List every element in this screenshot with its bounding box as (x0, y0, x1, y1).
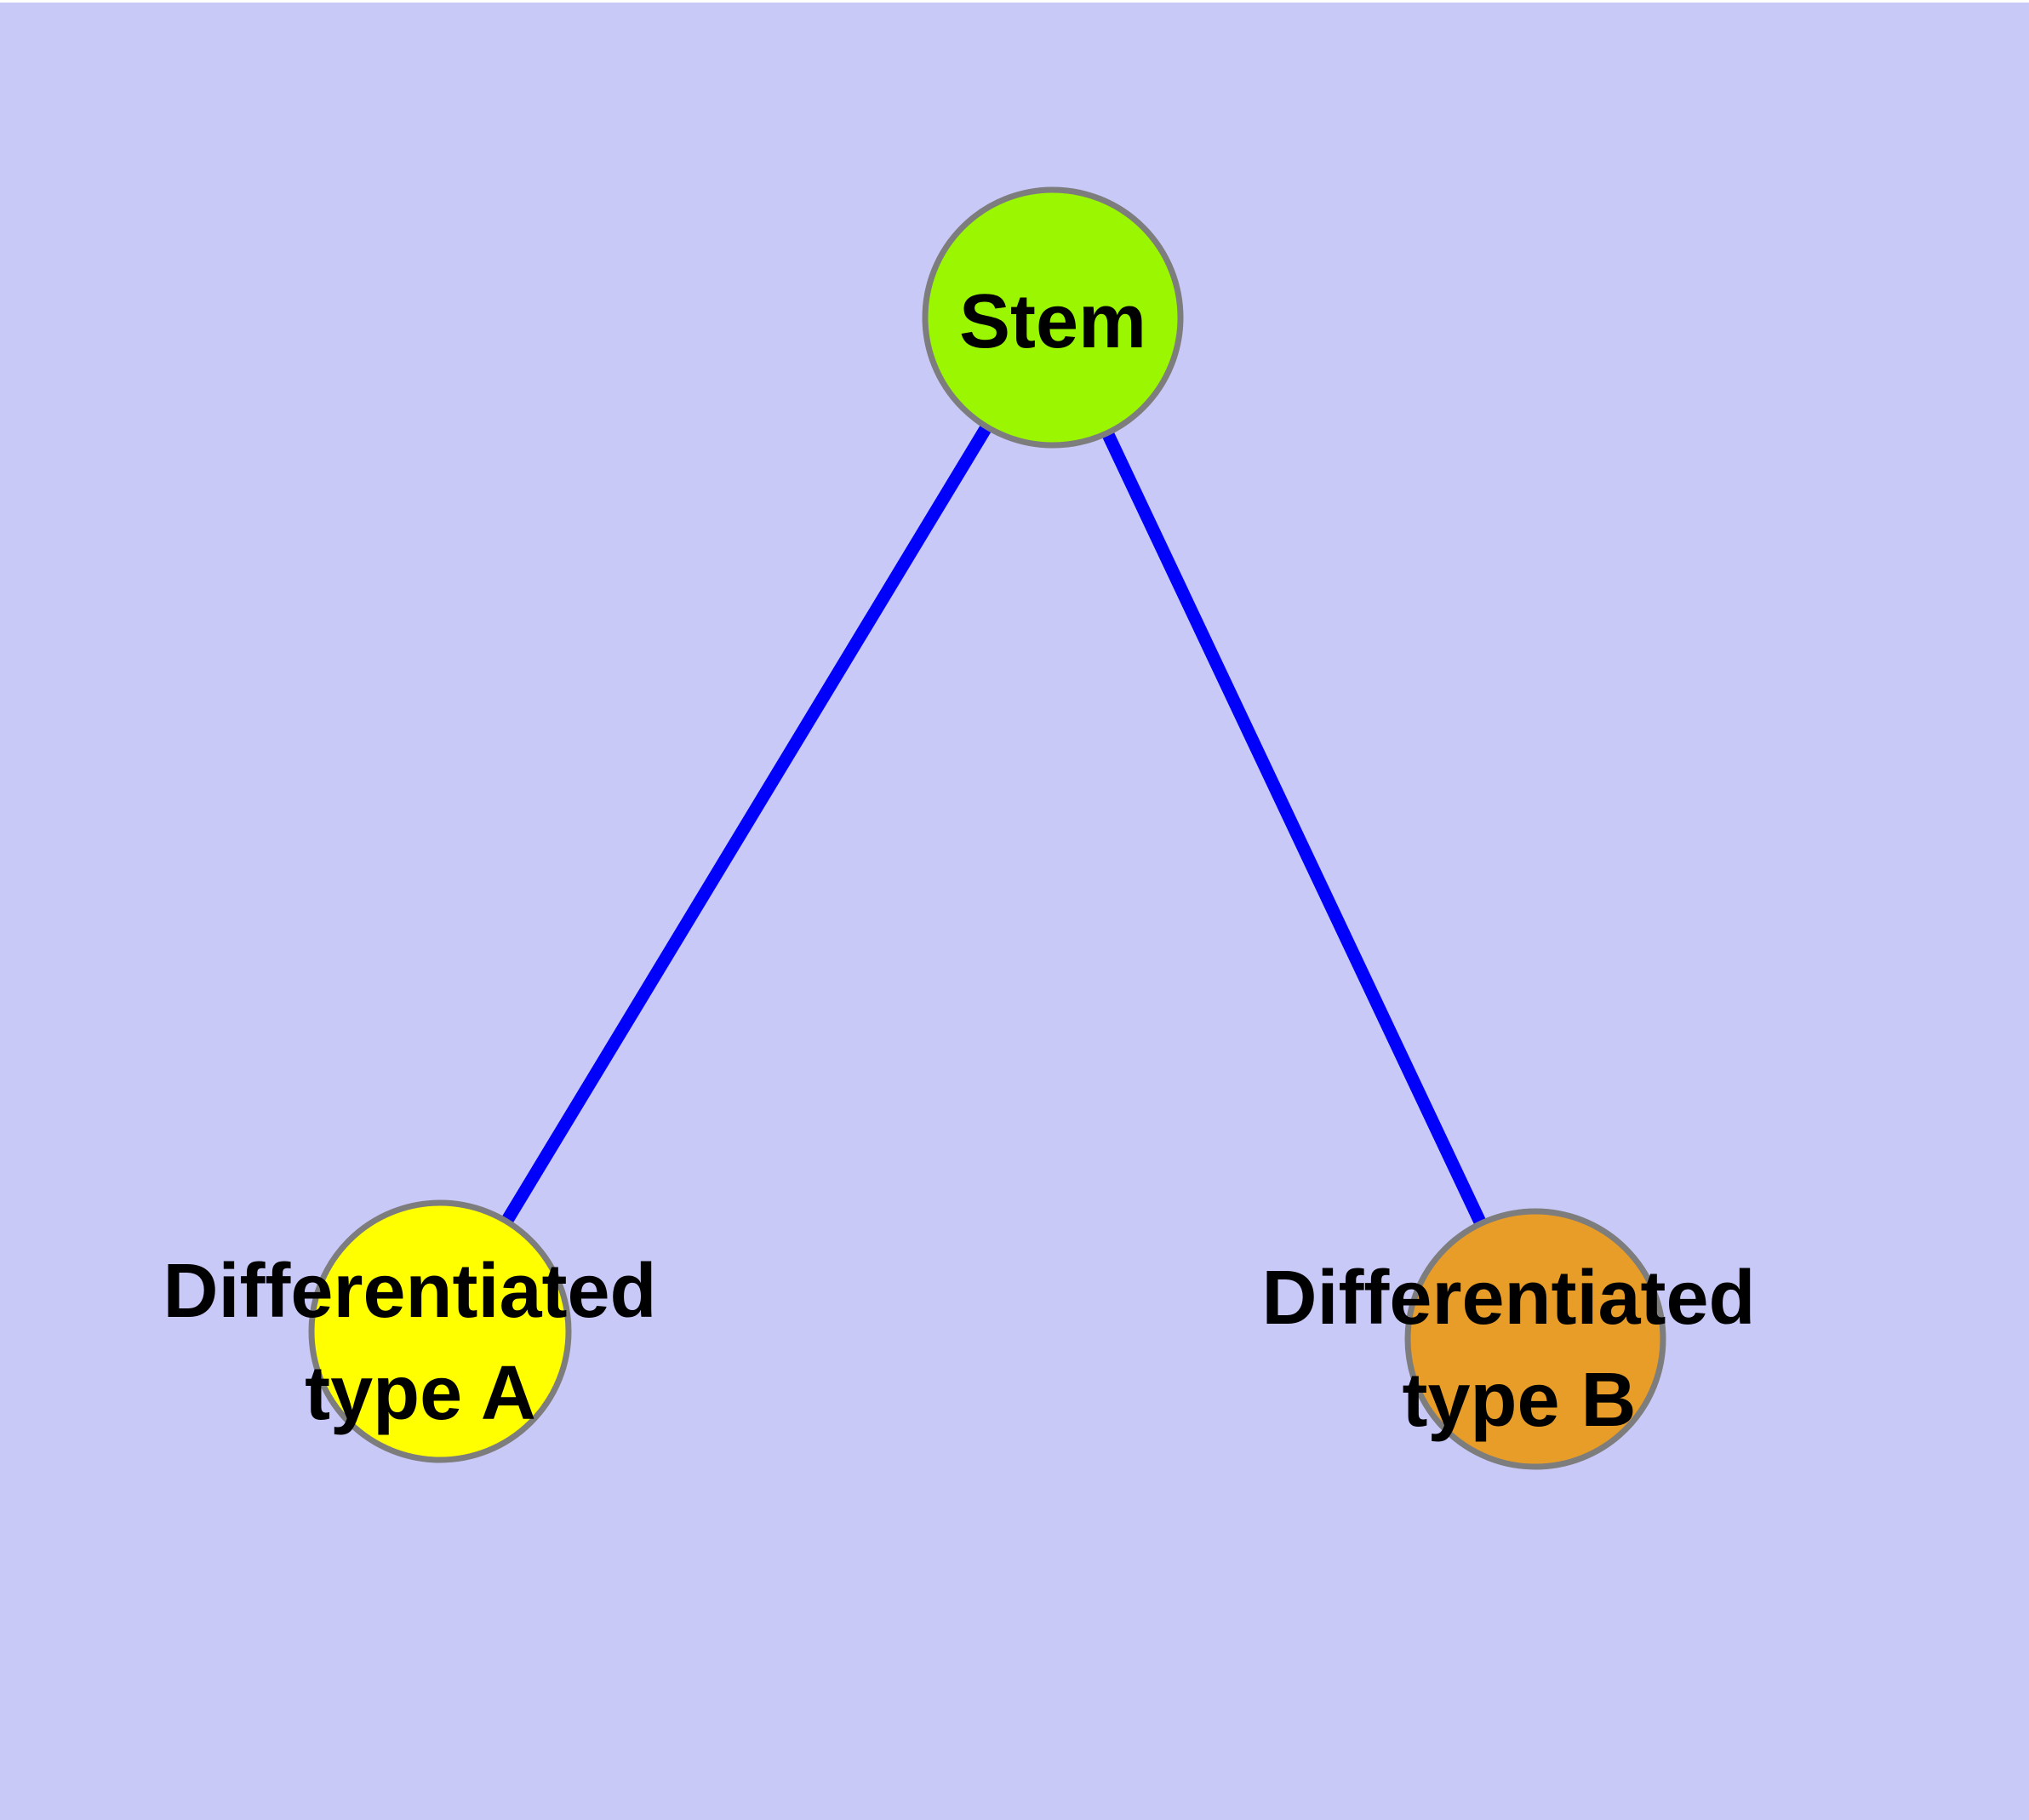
edge-stem-to-typeA (434, 314, 1059, 1335)
node-typeB-circle (1404, 1208, 1666, 1470)
node-typeA-label-line2: type A (305, 1351, 536, 1436)
node-typeB-label-line1: Differentiated (1261, 1256, 1755, 1341)
edge-stem-to-typeB (1047, 314, 1541, 1342)
node-typeB-label: Differentiated type B (1261, 1256, 1776, 1443)
node-typeB-label-line2: type B (1402, 1358, 1636, 1443)
node-typeA-label-line1: Differentiated (163, 1249, 656, 1334)
top-edge-strip (0, 0, 2029, 3)
node-typeA-label: Differentiated type A (163, 1249, 677, 1436)
node-stem-circle (922, 186, 1184, 449)
node-typeA-circle (308, 1199, 572, 1463)
node-stem-label: Stem (959, 279, 1146, 364)
